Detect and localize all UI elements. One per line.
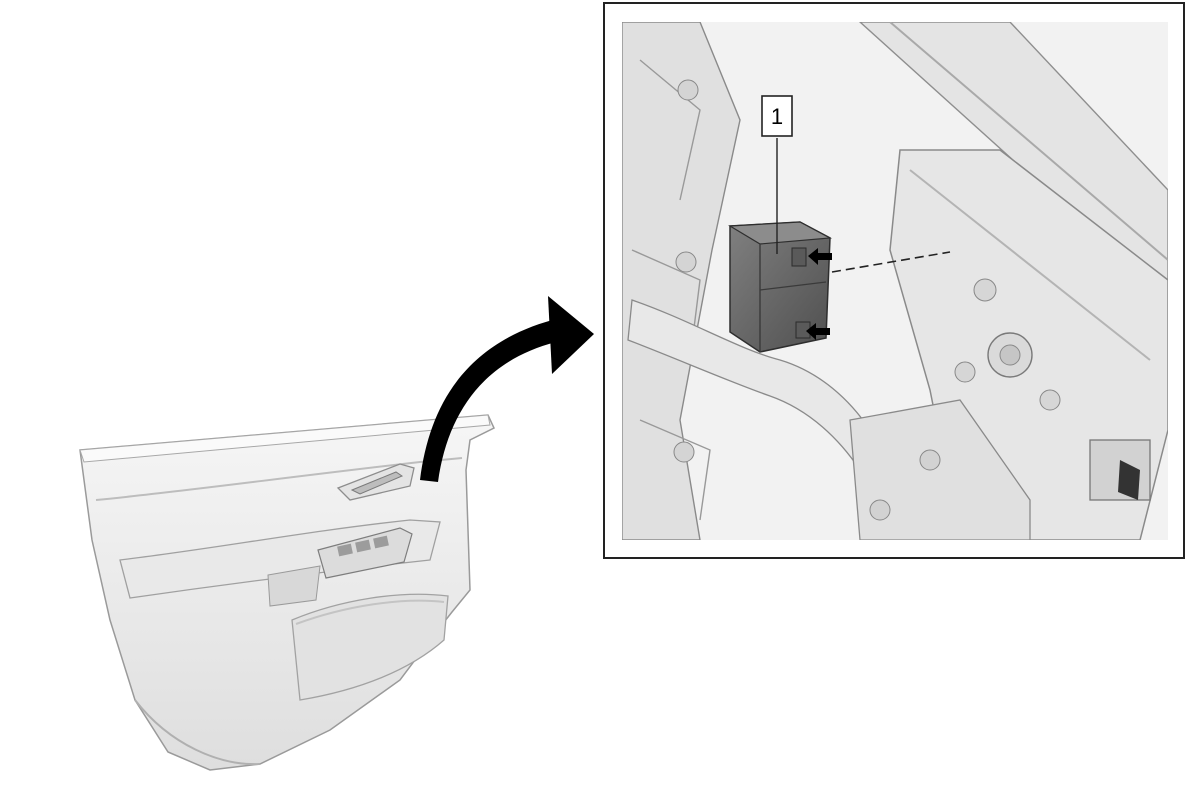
bracket-clip-slot xyxy=(1118,460,1140,500)
retainer-arrow-lower xyxy=(806,323,830,340)
door-pull-cup xyxy=(267,565,321,607)
mount-boss-1 xyxy=(677,79,699,101)
window-switch xyxy=(728,221,833,353)
door-belt-line xyxy=(95,457,463,501)
map-pocket-lip xyxy=(295,599,445,625)
window-switch-step xyxy=(759,281,827,291)
mount-boss-2 xyxy=(675,251,697,273)
lower-boss-1 xyxy=(919,449,941,471)
detail-view xyxy=(622,22,1168,540)
door-lower-edge xyxy=(134,699,261,766)
bracket-boss-2 xyxy=(954,361,976,383)
alignment-dashed-line xyxy=(831,251,951,273)
window-switch-key-1 xyxy=(337,543,353,557)
inner-door-rib-1 xyxy=(639,59,701,201)
window-switch-key-3 xyxy=(373,535,389,549)
window-switch-tab-upper xyxy=(791,247,807,267)
map-pocket xyxy=(291,593,449,701)
window-switch-key-2 xyxy=(355,539,371,553)
callout-1: 1 xyxy=(761,95,793,137)
curved-arrow-head xyxy=(548,296,594,374)
window-switch-bezel xyxy=(317,527,413,579)
inner-door-rib-3 xyxy=(639,419,711,521)
lower-bezel xyxy=(849,399,1031,540)
push-arrow-icon xyxy=(806,248,832,340)
bracket-boss-1 xyxy=(973,278,997,302)
door-trim-panel xyxy=(79,414,495,771)
interior-handle xyxy=(350,471,404,495)
door-upper-trim xyxy=(79,414,491,463)
retainer-arrow-upper xyxy=(808,248,832,265)
callout-1-label: 1 xyxy=(771,104,783,129)
lower-boss-2 xyxy=(869,499,891,521)
upper-trim-rail-edge xyxy=(889,22,1168,261)
mount-boss-3 xyxy=(673,441,695,463)
bracket-post-inner xyxy=(999,344,1021,366)
callout-1-box xyxy=(761,95,793,137)
curved-arrow-shaft xyxy=(420,318,560,482)
switch-bezel-bracket-edge xyxy=(909,169,1151,361)
curved-arrow-icon xyxy=(420,296,594,482)
bracket-boss-3 xyxy=(1039,389,1061,411)
